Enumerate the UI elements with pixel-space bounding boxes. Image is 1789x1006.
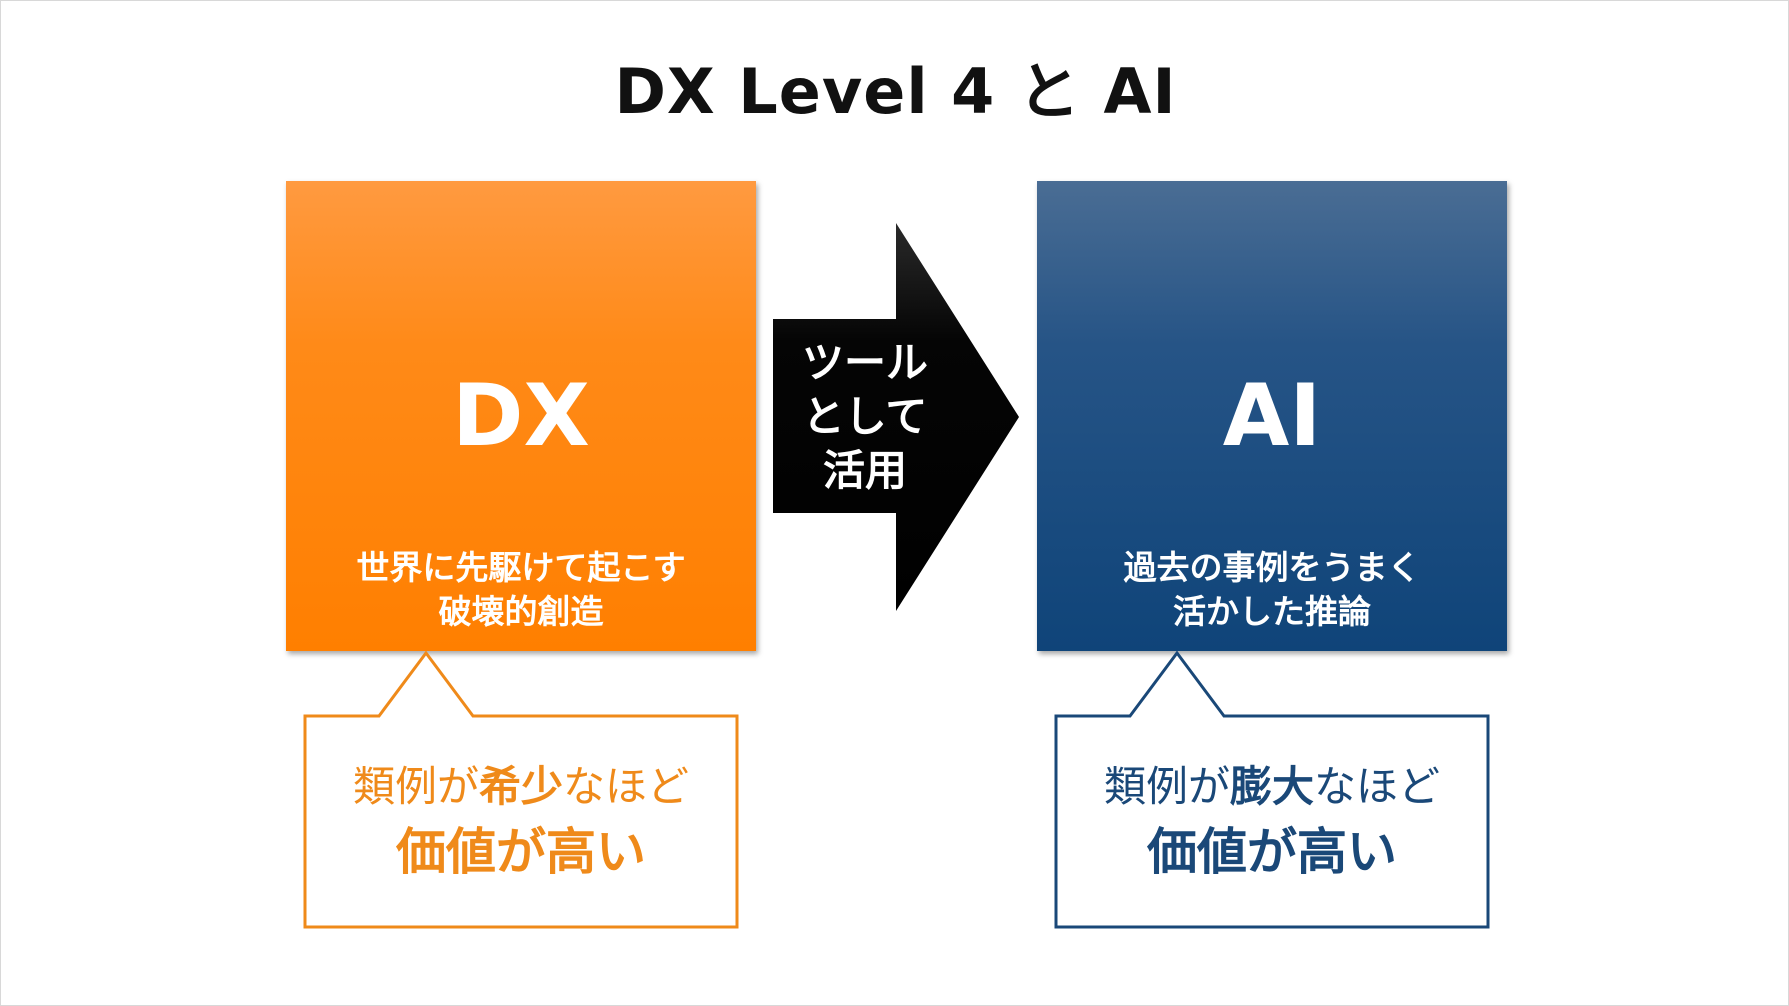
ai-callout-line2: 価値が高い (1147, 823, 1397, 881)
ai-callout: 類例が膨大なほど 価値が高い (1054, 651, 1490, 929)
ai-callout-emphasis: 膨大 (1229, 762, 1314, 811)
dx-subtitle-line1: 世界に先駆けて起こす (356, 548, 686, 587)
ai-heading: AI (1222, 366, 1322, 466)
ai-callout-pre: 類例が (1103, 762, 1230, 811)
dx-callout-line2: 価値が高い (396, 823, 646, 881)
dx-callout-post: なほど (563, 762, 690, 811)
dx-callout-emphasis: 希少 (478, 762, 563, 811)
ai-box: AI 過去の事例をうまく 活かした推論 (1037, 181, 1507, 651)
dx-heading: DX (452, 366, 590, 466)
dx-subtitle: 世界に先駆けて起こす 破壊的創造 (286, 546, 756, 634)
dx-callout-line1: 類例が希少なほど (303, 759, 739, 815)
slide-title: DX Level 4 と AI (614, 55, 1177, 128)
ai-callout-frame (1054, 651, 1490, 929)
ai-subtitle: 過去の事例をうまく 活かした推論 (1037, 546, 1507, 634)
arrow-label-line3: 活用 (822, 446, 907, 495)
right-arrow-icon (773, 223, 1019, 611)
dx-callout: 類例が希少なほど 価値が高い (303, 651, 739, 929)
ai-subtitle-line2: 活かした推論 (1173, 592, 1371, 631)
dx-callout-pre: 類例が (352, 762, 479, 811)
dx-box: DX 世界に先駆けて起こす 破壊的創造 (286, 181, 756, 651)
ai-subtitle-line1: 過去の事例をうまく (1123, 548, 1421, 587)
ai-callout-post: なほど (1314, 762, 1441, 811)
dx-subtitle-line2: 破壊的創造 (438, 592, 604, 631)
arrow-label-line1: ツール (801, 338, 928, 387)
dx-callout-frame (303, 651, 739, 929)
ai-callout-line1: 類例が膨大なほど (1054, 759, 1490, 815)
arrow-label-line2: として (802, 392, 928, 441)
arrow-label: ツール として 活用 (779, 336, 951, 498)
